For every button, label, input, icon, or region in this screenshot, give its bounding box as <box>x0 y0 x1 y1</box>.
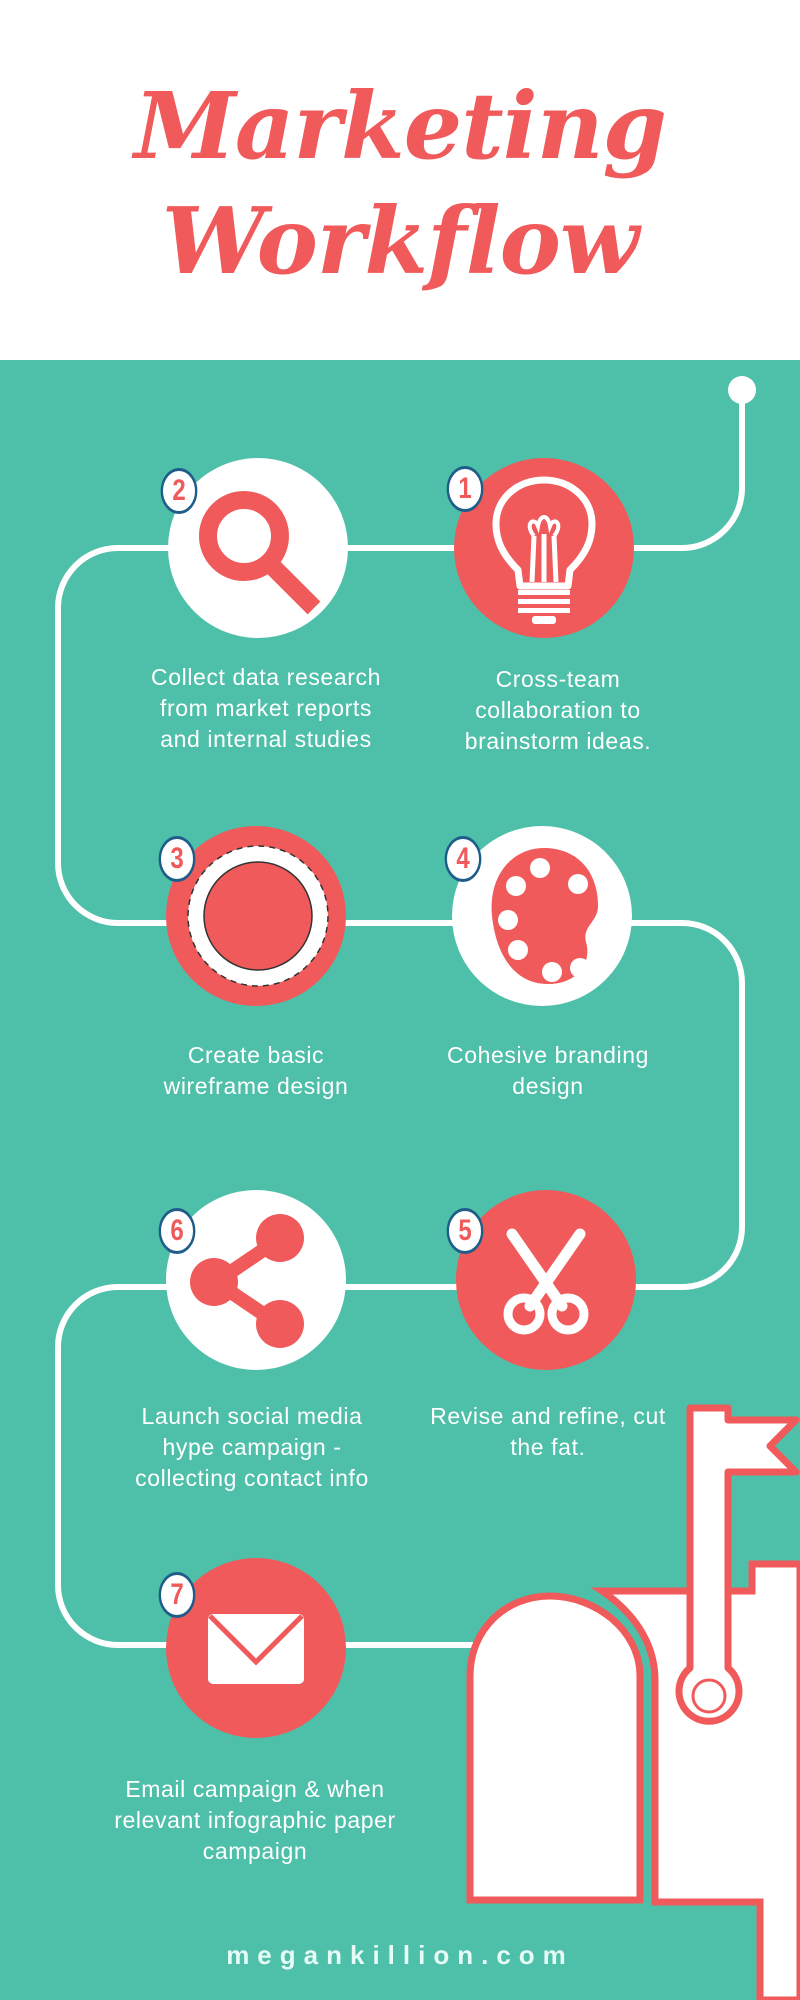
page-title-line2: Workflow <box>161 187 639 295</box>
step-6-line-2: hype campaign - <box>162 1434 342 1460</box>
envelope-icon <box>208 1614 304 1684</box>
scissors-icon <box>503 1228 589 1335</box>
step-7-line-3: campaign <box>202 1838 308 1864</box>
page-title-line1: Marketing <box>134 72 667 180</box>
step-3-node <box>166 826 346 1006</box>
step-3-line-2: wireframe design <box>163 1073 349 1099</box>
step-7-line-2: relevant infographic paper <box>114 1807 396 1833</box>
step-6-description: Launch social media hype campaign - coll… <box>112 1401 392 1494</box>
step-7-badge: 7 <box>158 1572 196 1618</box>
step-1-description: Cross-team collaboration to brainstorm i… <box>418 664 698 757</box>
step-7-line-1: Email campaign & when <box>125 1776 385 1802</box>
step-5-badge: 5 <box>446 1208 484 1254</box>
step-4-line-1: Cohesive branding <box>447 1042 649 1068</box>
step-1-line-3: brainstorm ideas. <box>464 728 652 754</box>
header: Marketing Workflow <box>0 0 800 360</box>
step-6-line-3: collecting contact info <box>135 1465 369 1491</box>
step-2-description: Collect data research from market report… <box>126 662 406 755</box>
step-6-badge: 6 <box>158 1208 196 1254</box>
step-1-line-1: Cross-team <box>495 666 621 692</box>
magnifier-icon <box>199 491 321 615</box>
share-icon <box>190 1214 304 1348</box>
step-2-node <box>168 458 348 638</box>
step-1-line-2: collaboration to <box>475 697 641 723</box>
step-6-line-1: Launch social media <box>141 1403 363 1429</box>
step-7-description: Email campaign & when relevant infograph… <box>100 1774 410 1867</box>
step-2-line-2: from market reports <box>159 695 373 721</box>
step-1-badge: 1 <box>446 466 484 512</box>
step-4-line-2: design <box>512 1073 584 1099</box>
step-2-line-1: Collect data research <box>151 664 381 690</box>
step-6-node <box>166 1190 346 1370</box>
step-5-description: Revise and refine, cut the fat. <box>408 1401 688 1463</box>
step-2-badge: 2 <box>160 468 198 514</box>
palette-icon <box>491 848 598 984</box>
step-5-node <box>456 1190 636 1370</box>
step-4-node <box>452 826 632 1006</box>
step-1-node <box>454 458 634 638</box>
footer-site-link[interactable]: megankillion.com <box>226 1940 574 1970</box>
step-2-line-3: and internal studies <box>160 726 372 752</box>
step-7-node <box>166 1558 346 1738</box>
step-4-badge: 4 <box>444 836 482 882</box>
step-4-description: Cohesive branding design <box>408 1040 688 1102</box>
step-3-line-1: Create basic <box>187 1042 325 1068</box>
step-3-badge: 3 <box>158 836 196 882</box>
step-5-line-2: the fat. <box>510 1434 586 1460</box>
step-5-line-1: Revise and refine, cut <box>430 1403 666 1429</box>
step-3-description: Create basic wireframe design <box>116 1040 396 1102</box>
lightbulb-icon <box>492 476 596 624</box>
gear-icon <box>187 845 329 987</box>
